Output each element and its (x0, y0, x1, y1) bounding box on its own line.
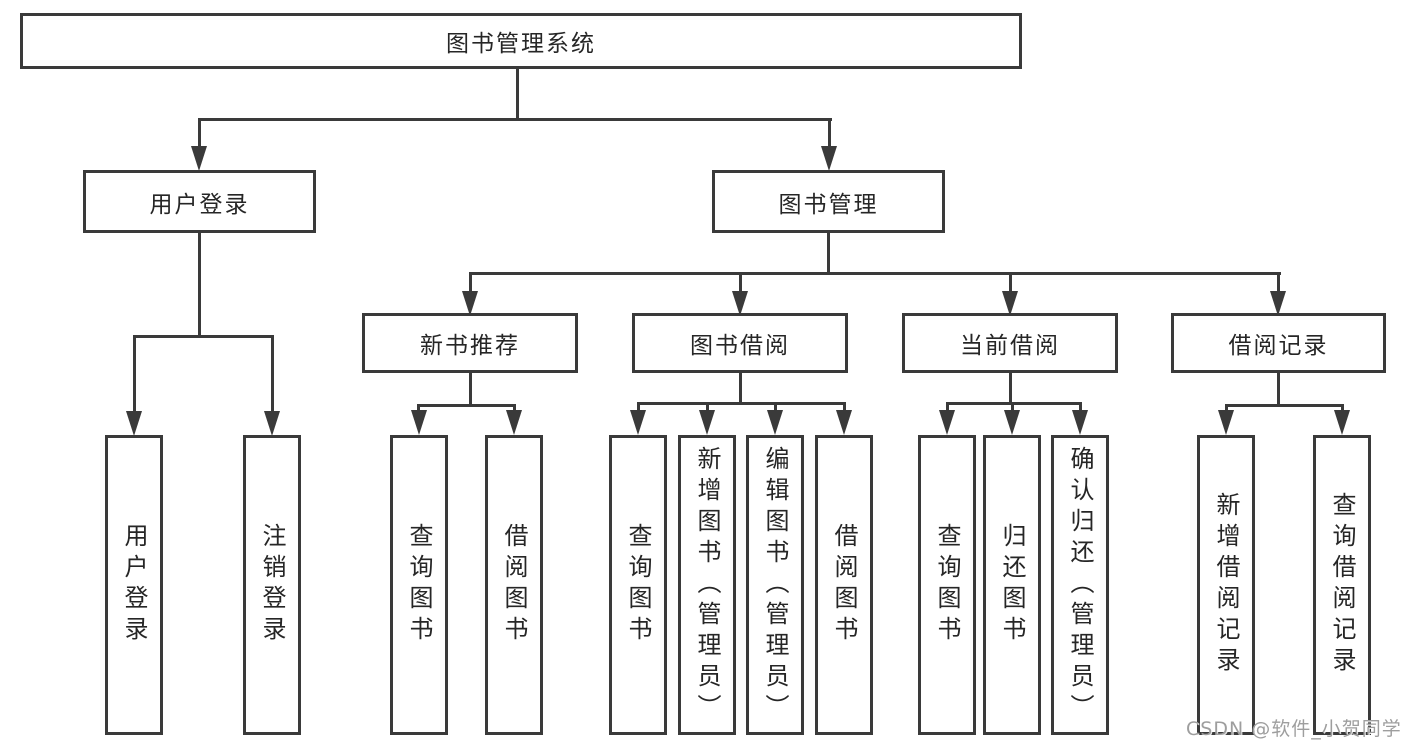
connector-stub (513, 404, 516, 413)
connector-stub (946, 402, 949, 413)
arrow-down-icon (506, 410, 522, 435)
leaf-query-books-current: 查询图书 (918, 435, 976, 735)
leaf-label: 借阅图书 (500, 523, 528, 647)
leaf-label: 查询图书 (405, 523, 433, 647)
node-label: 用户登录 (149, 191, 250, 218)
node-label: 图书管理系统 (446, 31, 596, 57)
arrow-down-icon (191, 146, 207, 171)
leaf-label: 新增图书（管理员） (693, 445, 721, 725)
connector-stub (1225, 404, 1228, 413)
arrow-down-icon (1218, 410, 1234, 435)
arrow-down-icon (126, 411, 142, 436)
leaf-add-books-admin: 新增图书（管理员） (678, 435, 736, 735)
node-book-borrowing: 图书借阅 (632, 313, 848, 373)
leaf-borrow-books: 借阅图书 (815, 435, 873, 735)
leaf-query-books-recommend: 查询图书 (390, 435, 448, 735)
node-label: 图书借阅 (690, 333, 790, 359)
arrow-down-icon (411, 410, 427, 435)
connector-currentborrow-crossbar (946, 402, 1082, 405)
node-borrowing-records: 借阅记录 (1171, 313, 1386, 373)
connector-to-new-book (469, 272, 472, 293)
leaf-add-borrow-record: 新增借阅记录 (1197, 435, 1255, 735)
arrow-down-icon (939, 410, 955, 435)
node-new-book-recommend: 新书推荐 (362, 313, 578, 373)
connector-to-user-login (198, 118, 201, 150)
connector-bookmgmt-stem (827, 233, 830, 274)
leaf-label: 确认归还（管理员） (1066, 445, 1094, 725)
connector-bookborrow-stem (739, 373, 742, 404)
arrow-down-icon (836, 410, 852, 435)
arrow-down-icon (1072, 410, 1088, 435)
connector-records-stem (1277, 373, 1280, 406)
leaf-borrow-books-recommend: 借阅图书 (485, 435, 543, 735)
leaf-label: 查询借阅记录 (1328, 492, 1356, 678)
leaf-label: 用户登录 (120, 523, 148, 647)
connector-bookmgmt-crossbar (469, 272, 1281, 275)
node-current-borrowing: 当前借阅 (902, 313, 1118, 373)
leaf-label: 归还图书 (998, 523, 1026, 647)
node-book-management-system: 图书管理系统 (20, 13, 1022, 69)
connector-userlogin-stem (198, 233, 201, 337)
connector-to-book-mgmt (828, 118, 831, 150)
leaf-label: 新增借阅记录 (1212, 492, 1240, 678)
leaf-label: 查询图书 (624, 523, 652, 647)
leaf-label: 查询图书 (933, 523, 961, 647)
node-label: 新书推荐 (420, 333, 520, 359)
connector-stub (417, 404, 420, 413)
connector-stub (1079, 402, 1082, 413)
node-label: 借阅记录 (1228, 333, 1329, 359)
connector-stub (1341, 404, 1344, 413)
connector-root-stem (516, 68, 519, 120)
connector-stub (1011, 402, 1014, 413)
arrow-down-icon (1004, 410, 1020, 435)
arrow-down-icon (1002, 291, 1018, 316)
connector-records-crossbar (1225, 404, 1344, 407)
leaf-label: 注销登录 (258, 523, 286, 647)
arrow-down-icon (699, 410, 715, 435)
connector-to-leaf-user-login (133, 335, 136, 413)
arrow-down-icon (264, 411, 280, 436)
leaf-query-books-borrow: 查询图书 (609, 435, 667, 735)
leaf-logout: 注销登录 (243, 435, 301, 735)
leaf-confirm-return-admin: 确认归还（管理员） (1051, 435, 1109, 735)
connector-currentborrow-stem (1009, 373, 1012, 404)
connector-root-crossbar (198, 118, 832, 121)
node-label: 当前借阅 (960, 333, 1060, 359)
connector-to-current-borrow (1009, 272, 1012, 293)
connector-to-borrow-records (1277, 272, 1280, 293)
leaf-edit-books-admin: 编辑图书（管理员） (746, 435, 804, 735)
leaf-label: 编辑图书（管理员） (761, 445, 789, 725)
connector-userlogin-crossbar (133, 335, 273, 338)
arrow-down-icon (1334, 410, 1350, 435)
connector-newbook-crossbar (417, 404, 516, 407)
node-user-login: 用户登录 (83, 170, 316, 233)
connector-stub (637, 402, 640, 413)
connector-newbook-stem (469, 373, 472, 406)
leaf-user-login: 用户登录 (105, 435, 163, 735)
arrow-down-icon (1270, 291, 1286, 316)
connector-stub (843, 402, 846, 413)
arrow-down-icon (767, 410, 783, 435)
connector-to-leaf-logout (271, 335, 274, 413)
connector-stub (706, 402, 709, 413)
leaf-return-books: 归还图书 (983, 435, 1041, 735)
connector-stub (774, 402, 777, 413)
arrow-down-icon (821, 146, 837, 171)
node-book-management: 图书管理 (712, 170, 945, 233)
connector-to-book-borrow (739, 272, 742, 293)
arrow-down-icon (462, 291, 478, 316)
connector-bookborrow-crossbar (637, 402, 846, 405)
csdn-watermark: CSDN @软件_小贺同学 (1186, 718, 1402, 740)
node-label: 图书管理 (778, 191, 879, 218)
arrow-down-icon (630, 410, 646, 435)
leaf-query-borrow-record: 查询借阅记录 (1313, 435, 1371, 735)
leaf-label: 借阅图书 (830, 523, 858, 647)
arrow-down-icon (732, 291, 748, 316)
